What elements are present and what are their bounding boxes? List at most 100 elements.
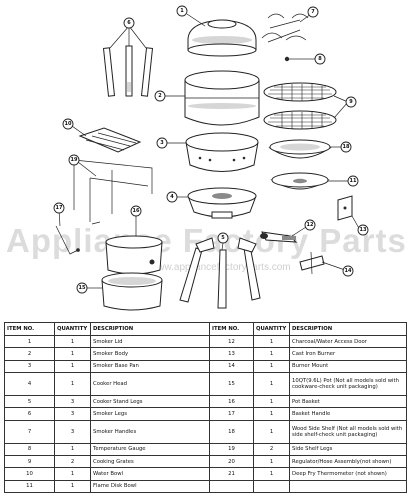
callout-11: 11 <box>347 175 359 187</box>
svg-text:15: 15 <box>79 285 86 291</box>
callout-5: 5 <box>217 232 229 244</box>
callout-15: 15 <box>76 282 88 294</box>
svg-text:6: 6 <box>127 20 131 26</box>
item-number: 21 <box>209 467 254 481</box>
item-description: Side Shelf Legs <box>289 442 407 456</box>
header-description: DESCRIPTION <box>90 322 210 336</box>
item-description: Burner Mount <box>289 359 407 374</box>
table-row: 10 1 Water Bowl 21 1 Deep Fry Thermomete… <box>4 467 407 481</box>
item-quantity <box>253 479 290 494</box>
item-number <box>209 479 254 494</box>
svg-text:19: 19 <box>71 157 78 163</box>
item-quantity: 1 <box>253 394 290 409</box>
svg-text:16: 16 <box>133 208 140 214</box>
svg-text:10: 10 <box>65 121 72 127</box>
callout-17: 17 <box>53 202 65 214</box>
item-description: Cast Iron Burner <box>289 347 407 361</box>
part-smoker-handles <box>261 13 309 43</box>
header-item-no: ITEM NO. <box>4 322 55 336</box>
item-description <box>289 479 407 494</box>
part-basket-handle <box>55 225 80 255</box>
item-quantity: 1 <box>54 347 91 361</box>
table-row: 8 1 Temperature Gauge 19 2 Side Shelf Le… <box>4 442 407 456</box>
callout-13: 13 <box>357 224 369 236</box>
item-number: 15 <box>209 372 254 396</box>
svg-text:9: 9 <box>349 99 353 105</box>
item-number: 6 <box>4 407 55 421</box>
svg-text:5: 5 <box>221 235 225 241</box>
item-number: 11 <box>4 479 55 494</box>
item-description: Regulator/Hose Assembly(not shown) <box>289 454 407 469</box>
item-quantity: 3 <box>54 407 91 421</box>
part-cast-iron-burner <box>260 231 298 243</box>
item-description: Temperature Gauge <box>90 442 210 456</box>
item-number: 3 <box>4 359 55 374</box>
item-description: Smoker Lid <box>90 334 210 349</box>
svg-text:12: 12 <box>307 222 314 228</box>
item-number: 19 <box>209 442 254 456</box>
svg-text:11: 11 <box>350 178 357 184</box>
item-description: Cooking Grates <box>90 454 210 469</box>
item-quantity: 1 <box>253 454 290 469</box>
item-number: 13 <box>209 347 254 361</box>
table-row: 11 1 Flame Disk Bowl <box>4 479 407 494</box>
part-smoker-legs <box>102 45 154 97</box>
part-temperature-gauge <box>284 56 300 62</box>
callout-16: 16 <box>130 205 142 217</box>
item-number: 9 <box>4 454 55 469</box>
header-quantity: QUANTITY <box>54 322 91 336</box>
table-row: 2 1 Smoker Body 13 1 Cast Iron Burner <box>4 347 407 361</box>
callout-2: 2 <box>154 90 166 102</box>
table-row: 1 1 Smoker Lid 12 1 Charcoal/Water Acces… <box>4 334 407 349</box>
item-quantity: 1 <box>54 467 91 481</box>
item-number: 16 <box>209 394 254 409</box>
part-smoker-lid <box>187 19 257 57</box>
svg-text:7: 7 <box>311 9 315 15</box>
part-pot-basket <box>105 235 163 275</box>
callout-3: 3 <box>156 137 168 149</box>
item-quantity: 1 <box>253 334 290 349</box>
item-number: 4 <box>4 372 55 396</box>
callout-4: 4 <box>166 191 178 203</box>
item-number: 20 <box>209 454 254 469</box>
item-description: Wood Side Shelf (Not all models sold wit… <box>289 419 407 444</box>
item-quantity: 3 <box>54 419 91 444</box>
item-description: Smoker Base Pan <box>90 359 210 374</box>
svg-text:8: 8 <box>318 56 322 62</box>
item-description: Pot Basket <box>289 394 407 409</box>
part-wood-side-shelf <box>78 127 142 153</box>
item-description: Cooker Head <box>90 372 210 396</box>
item-description: Smoker Body <box>90 347 210 361</box>
item-number: 14 <box>209 359 254 374</box>
item-number: 17 <box>209 407 254 421</box>
item-quantity: 2 <box>54 454 91 469</box>
item-number: 1 <box>4 334 55 349</box>
item-number: 10 <box>4 467 55 481</box>
exploded-parts-diagram: Appliance Factory Parts www.appliancefac… <box>6 5 406 311</box>
item-quantity: 1 <box>253 347 290 361</box>
table-row: 9 2 Cooking Grates 20 1 Regulator/Hose A… <box>4 454 407 469</box>
table-header-row: ITEM NO. QUANTITY DESCRIPTION ITEM NO. Q… <box>4 322 407 336</box>
part-cooker-stand-legs <box>179 237 261 309</box>
part-access-door <box>337 195 353 221</box>
table-row: 4 1 Cooker Head 15 1 10QT(9.6L) Pot (Not… <box>4 372 407 396</box>
part-smoker-body <box>184 70 260 126</box>
callout-8: 8 <box>314 53 326 65</box>
callout-19: 19 <box>68 154 80 166</box>
svg-text:4: 4 <box>170 194 174 200</box>
callout-leaders <box>58 13 361 289</box>
item-quantity: 1 <box>253 359 290 374</box>
item-description: Water Bowl <box>90 467 210 481</box>
item-quantity: 1 <box>54 442 91 456</box>
part-burner-mount <box>299 251 325 275</box>
callout-7: 7 <box>307 6 319 18</box>
item-description: Cooker Stand Legs <box>90 394 210 409</box>
callout-14: 14 <box>342 265 354 277</box>
item-quantity: 2 <box>253 442 290 456</box>
table-row: 3 1 Smoker Base Pan 14 1 Burner Mount <box>4 359 407 374</box>
item-quantity: 1 <box>54 359 91 374</box>
svg-text:18: 18 <box>343 144 350 150</box>
item-number: 2 <box>4 347 55 361</box>
item-description: Flame Disk Bowl <box>90 479 210 494</box>
callout-9: 9 <box>345 96 357 108</box>
